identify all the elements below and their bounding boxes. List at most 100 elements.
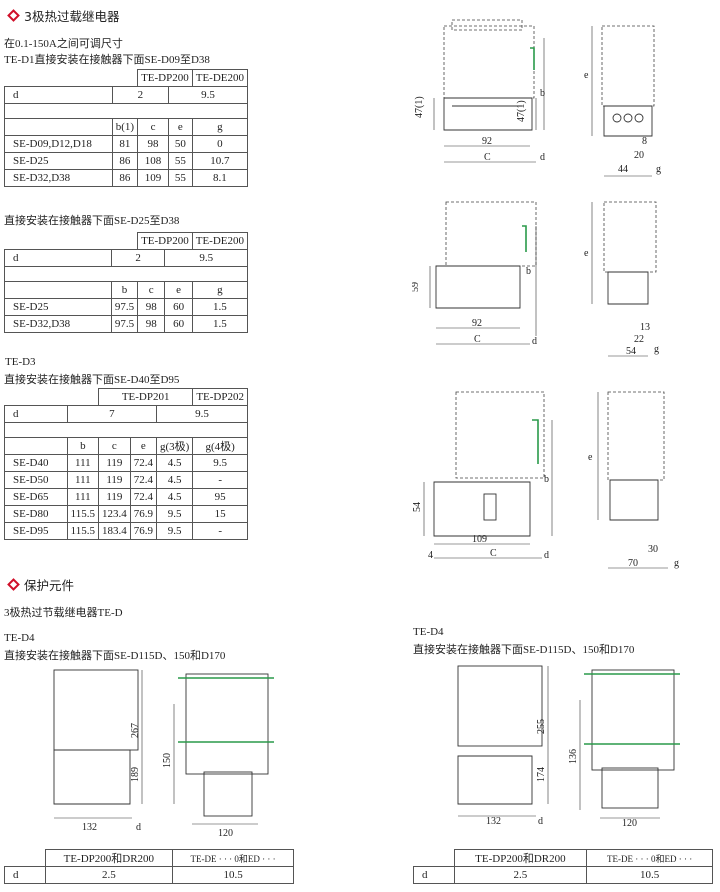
drawing-te-d4-right: 255 174 132 d 136 120 (457, 665, 680, 829)
block3-table: TE-DP201 TE-DP202 d 7 9.5 b c e g(3极) g(… (4, 388, 248, 540)
dim-label: C (484, 152, 491, 163)
contactor-body (53, 669, 139, 751)
contactor-body (457, 665, 543, 747)
column-header: b (66, 437, 100, 455)
table-header: TE-DP202 (192, 388, 248, 406)
dim-label: g (656, 164, 661, 175)
block1-subtitle: TE-D1直接安装在接触器下面SE-D09至D38 (4, 54, 210, 66)
dim-label: 136 (568, 749, 579, 764)
dim-label: d (544, 550, 549, 561)
relay-body (443, 97, 533, 131)
table-cell: d (4, 249, 112, 267)
table-row: d 2.5 10.5 (413, 866, 713, 884)
dim-label: 132 (486, 816, 501, 827)
front-relay (601, 767, 659, 809)
column-header: b (110, 281, 139, 299)
table-cell: 2 (110, 249, 166, 267)
dim-label: 22 (634, 334, 644, 345)
section-title: 保护元件 (24, 578, 75, 593)
table-header: TE-DE · · · 0和ED · · · (586, 849, 713, 867)
drawing-te-d4-left: 267 189 132 d 150 120 (53, 669, 274, 839)
dim-label: 174 (536, 767, 547, 782)
table-header: TE-DE · · · 0和ED · · · (172, 849, 294, 867)
block2-table: TE-DP200 TE-DE200 d 2 9.5 b c e g SE-D25… (4, 232, 249, 333)
block4-left-table: TE-DP200和DR200 TE-DE · · · 0和ED · · · d … (4, 849, 294, 884)
table-header: TE-DE200 (191, 69, 249, 87)
red-diamond-icon (7, 9, 20, 22)
dim-label: 150 (162, 753, 173, 768)
green-rails (584, 673, 680, 745)
dim-label: 20 (634, 150, 644, 161)
dim-label: d (538, 816, 543, 827)
table-header: TE-DP200和DR200 (44, 849, 174, 867)
drawing-se-d40-d95: 54 b 109 C d 4 e 30 70 g (412, 391, 679, 569)
dim-label: e (584, 248, 589, 259)
column-header: e (129, 437, 158, 455)
dim-label: g (654, 344, 659, 355)
dim-label: d (532, 336, 537, 347)
column-header: g (191, 118, 249, 136)
column-header: e (168, 118, 193, 136)
dim-label: 30 (648, 544, 658, 555)
dim-label: 267 (130, 723, 141, 738)
table-cell: 7 (66, 405, 158, 423)
table-cell: 9.5 (164, 249, 248, 267)
table-header: TE-DP200 (137, 69, 193, 87)
column-header: b(1) (111, 118, 139, 136)
table-header: TE-DP200和DR200 (453, 849, 588, 867)
dim-label: 70 (628, 558, 638, 569)
contactor-outline (455, 391, 545, 479)
relay-body (457, 755, 533, 805)
block1-table: TE-DP200 TE-DE200 d 2 9.5 b(1) c e g SE-… (4, 69, 249, 187)
block4-heading: 3极热过节载继电器TE-D (4, 607, 123, 619)
green-terminal (522, 225, 527, 252)
block3-subtitle: 直接安装在接触器下面SE-D40至D95 (4, 374, 180, 386)
dim-label: 120 (622, 818, 637, 829)
dim-label: e (584, 70, 589, 81)
table-cell: 2 (111, 86, 170, 104)
block4-right-table: TE-DP200和DR200 TE-DE · · · 0和ED · · · d … (413, 849, 713, 884)
table-cell: 9.5 (156, 405, 248, 423)
dim-label: d (540, 152, 545, 163)
column-header: g(4极) (192, 437, 248, 455)
table-row: d 2.5 10.5 (4, 866, 294, 884)
column-header: c (137, 118, 170, 136)
side-relay (607, 271, 649, 305)
column-header: g (191, 281, 249, 299)
front-relay (203, 771, 253, 817)
dim-label: d (136, 822, 141, 833)
dim-label: 47(1) (414, 96, 425, 118)
section-header-protection: 保护元件 (7, 575, 75, 594)
column-header: e (164, 281, 193, 299)
side-relay (609, 479, 659, 521)
drawing-te-d1: 47(1) 47(1) b 92 C d e 8 20 44 g (414, 19, 661, 177)
dim-label: 92 (482, 136, 492, 147)
dim-label: g (674, 558, 679, 569)
section-title: 3极热过载继电器 (24, 9, 120, 24)
side-contactor (603, 201, 657, 273)
dim-label: e (588, 452, 593, 463)
green-terminal (530, 47, 535, 70)
dim-label: 54 (626, 346, 636, 357)
dim-label: 255 (536, 719, 547, 734)
front-view (591, 669, 675, 771)
side-contactor (607, 391, 665, 481)
dim-label: C (474, 334, 481, 345)
dim-label: 132 (82, 822, 97, 833)
relay-body (53, 749, 131, 805)
contactor-outline (443, 25, 535, 99)
column-header: c (137, 281, 166, 299)
dim-label: C (490, 548, 497, 559)
column-header: g(3极) (155, 437, 194, 455)
column-header: c (98, 437, 131, 455)
dim-label: 120 (218, 828, 233, 839)
front-view (185, 673, 269, 775)
section-header-overload-relay: 3极热过载继电器 (7, 6, 120, 25)
